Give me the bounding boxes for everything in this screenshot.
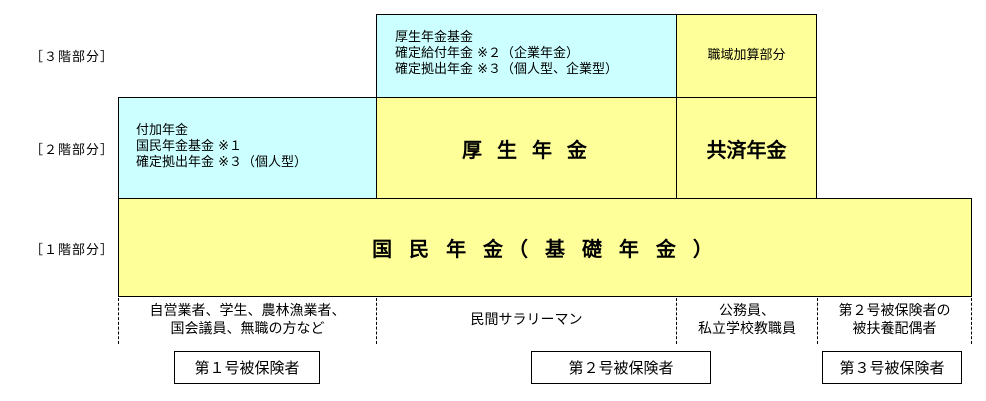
kosei-kikin-line-3: 確定拠出年金 ※３（個人型、企業型） [395,62,619,77]
kosei-nenkin-kikin-box: 厚生年金基金 確定給付年金 ※２（企業年金） 確定拠出年金 ※３（個人型、企業型… [376,14,677,98]
category-divider-1 [118,298,119,344]
kokumin-nenkin-box: 国 民 年 金（ 基 礎 年 金 ） [118,198,972,297]
category-group-2: 民間サラリーマン [378,300,675,340]
kosei-kikin-line-1: 厚生年金基金 [395,30,474,45]
kosei-kikin-line-2: 確定給付年金 ※２（企業年金） [395,46,580,61]
category-group-2-line-1: 民間サラリーマン [470,312,583,328]
category-group-1-line-1: 自営業者、学生、農林漁業者、 [149,303,346,319]
fuka-line-2: 国民年金基金 ※１ [136,139,243,154]
kyosai-nenkin-box: 共済年金 [676,97,817,199]
category-group-3-line-1: 公務員、 [719,303,775,319]
tier-label-1: ［１階部分］ [30,243,115,258]
tier-label-2: ［２階部分］ [30,143,115,158]
fuka-line-3: 確定拠出年金 ※３（個人型） [136,155,308,170]
category-group-3: 公務員、 私立学校教職員 [678,300,816,340]
category-group-4-line-1: 第２号被保険者の [838,303,951,319]
category-group-1-line-2: 国会議員、無職の方など [170,321,325,337]
insured-first-box: 第１号被保険者 [174,351,320,384]
category-group-1: 自営業者、学生、農林漁業者、 国会議員、無職の方など [120,300,375,340]
fuka-line-1: 付加年金 [136,123,189,138]
insured-third-box: 第３号被保険者 [822,351,962,384]
category-divider-3 [676,298,677,344]
shokuiki-kasan-box: 職域加算部分 [676,14,817,98]
insured-second-box: 第２号被保険者 [531,351,711,384]
category-group-3-line-2: 私立学校教職員 [698,321,796,337]
category-group-4-line-2: 被扶養配偶者 [852,321,937,337]
tier-label-3: ［３階部分］ [30,50,115,65]
category-divider-2 [376,298,377,344]
kosei-nenkin-box: 厚 生 年 金 [376,97,677,199]
fuka-nenkin-box: 付加年金 国民年金基金 ※１ 確定拠出年金 ※３（個人型） [118,97,377,199]
category-divider-5 [971,298,972,344]
category-divider-4 [817,298,818,344]
category-group-4: 第２号被保険者の 被扶養配偶者 [819,300,970,340]
